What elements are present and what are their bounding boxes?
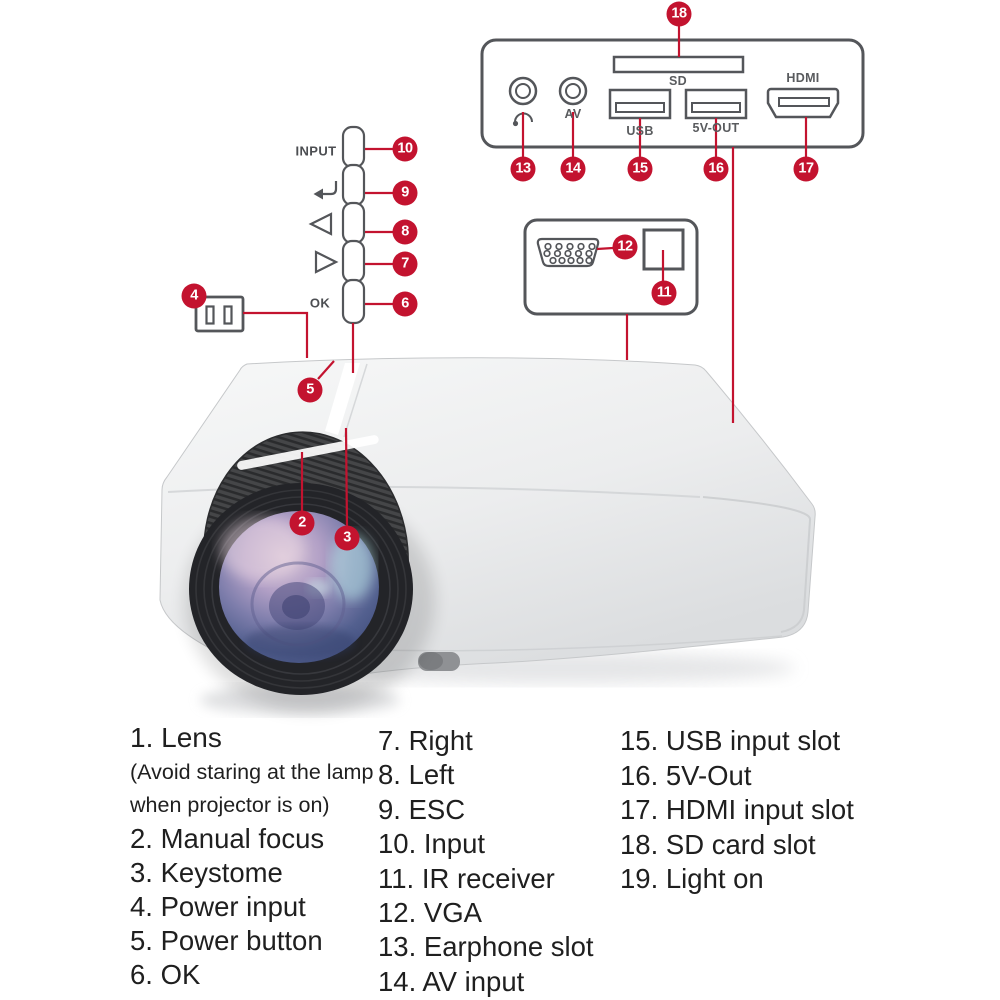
control-buttons: [341, 125, 366, 325]
input-button: [341, 125, 366, 169]
callout-14: 14: [560, 156, 586, 182]
callout-4: 4: [181, 283, 207, 309]
legend-item: 17. HDMI input slot: [620, 794, 854, 825]
legend-item: 9. ESC: [378, 793, 466, 825]
ok-button: [341, 278, 366, 325]
hdmi-port: [766, 87, 840, 119]
av-jack-inner: [565, 83, 581, 99]
vga-pin-holes: [543, 242, 596, 265]
callout-11: 11: [651, 280, 677, 306]
legend-column-2: 7. Right 8. Left 9. ESC 10. Input 11. IR…: [378, 724, 594, 999]
hdmi-port-label: HDMI: [786, 71, 820, 85]
legend-item: 12. VGA: [378, 897, 482, 929]
legend-item: 2. Manual focus: [130, 823, 325, 854]
power-light-stripe: [325, 363, 360, 435]
av-jack-label: AV: [564, 107, 582, 121]
hdmi-port-tongue: [778, 97, 830, 107]
sd-slot: [612, 55, 745, 74]
legend-item: 10. Input: [378, 828, 486, 860]
lens-pupil-core: [282, 595, 310, 619]
callout-17: 17: [793, 156, 819, 182]
legend-item: 7. Right: [378, 725, 473, 756]
return-arrow-icon: [313, 181, 338, 200]
five-v-out-label: 5V-OUT: [692, 121, 740, 135]
esc-button: [341, 163, 366, 207]
right-triangle-icon: [314, 250, 339, 274]
legend-item: 19. Light on: [620, 863, 764, 894]
ok-button-label: OK: [309, 295, 331, 311]
legend-item: 8. Left: [378, 759, 455, 791]
callout-12: 12: [612, 234, 638, 260]
callout-18: 18: [666, 1, 692, 27]
bottom-lip: [381, 635, 783, 652]
legend-column-3: 15. USB input slot 16. 5V-Out 17. HDMI i…: [620, 724, 854, 897]
callout-6: 6: [392, 291, 418, 317]
callout-16: 16: [703, 156, 729, 182]
right-button: [341, 239, 366, 284]
legend-item: 3. Keystome: [130, 857, 283, 888]
power-plug-icon: [194, 295, 245, 333]
legend-note: (Avoid staring at the lamp: [130, 760, 374, 784]
left-button: [341, 201, 366, 245]
leader-lines: [243, 26, 808, 528]
usb-port-label: USB: [626, 124, 654, 138]
callout-15: 15: [627, 156, 653, 182]
legend-note: when projector is on): [130, 793, 330, 817]
headphone-icon-dot: [512, 120, 519, 127]
legend-item: 6. OK: [130, 959, 201, 990]
callout-2: 2: [289, 510, 315, 536]
callout-9: 9: [392, 180, 418, 206]
lens-glare-cyan: [330, 533, 374, 601]
legend-item: 4. Power input: [130, 891, 306, 922]
stripe-seam: [343, 363, 368, 438]
sd-slot-label: SD: [669, 74, 687, 88]
earphone-jack-inner: [515, 83, 531, 99]
legend-item: 1. Lens: [130, 722, 222, 753]
side-inset-groove: [702, 496, 811, 633]
usb-port-tongue: [615, 102, 665, 113]
callout-13: 13: [510, 156, 536, 182]
callout-3: 3: [334, 525, 360, 551]
av-jack: [558, 76, 588, 106]
callout-7: 7: [392, 251, 418, 277]
lens-bottom-reflection: [245, 625, 355, 659]
input-button-label: INPUT: [295, 143, 337, 159]
legend-item: 15. USB input slot: [620, 725, 841, 756]
legend-column-1: 1. Lens (Avoid staring at the lamp when …: [130, 720, 373, 992]
front-foot-knob: [419, 652, 443, 670]
legend-item: 5. Power button: [130, 925, 323, 956]
legend-item: 14. AV input: [378, 965, 525, 997]
callout-10: 10: [392, 136, 418, 162]
five-v-out-tongue: [691, 102, 741, 113]
callout-5: 5: [297, 377, 323, 403]
legend-item: 16. 5V-Out: [620, 759, 752, 791]
earphone-jack: [508, 76, 538, 106]
left-triangle-icon: [308, 212, 333, 236]
legend-item: 13. Earphone slot: [378, 931, 594, 963]
focus-ring-highlight: [237, 435, 379, 470]
callout-8: 8: [392, 219, 418, 245]
legend-item: 11. IR receiver: [378, 862, 555, 894]
legend-item: 18. SD card slot: [620, 828, 816, 860]
